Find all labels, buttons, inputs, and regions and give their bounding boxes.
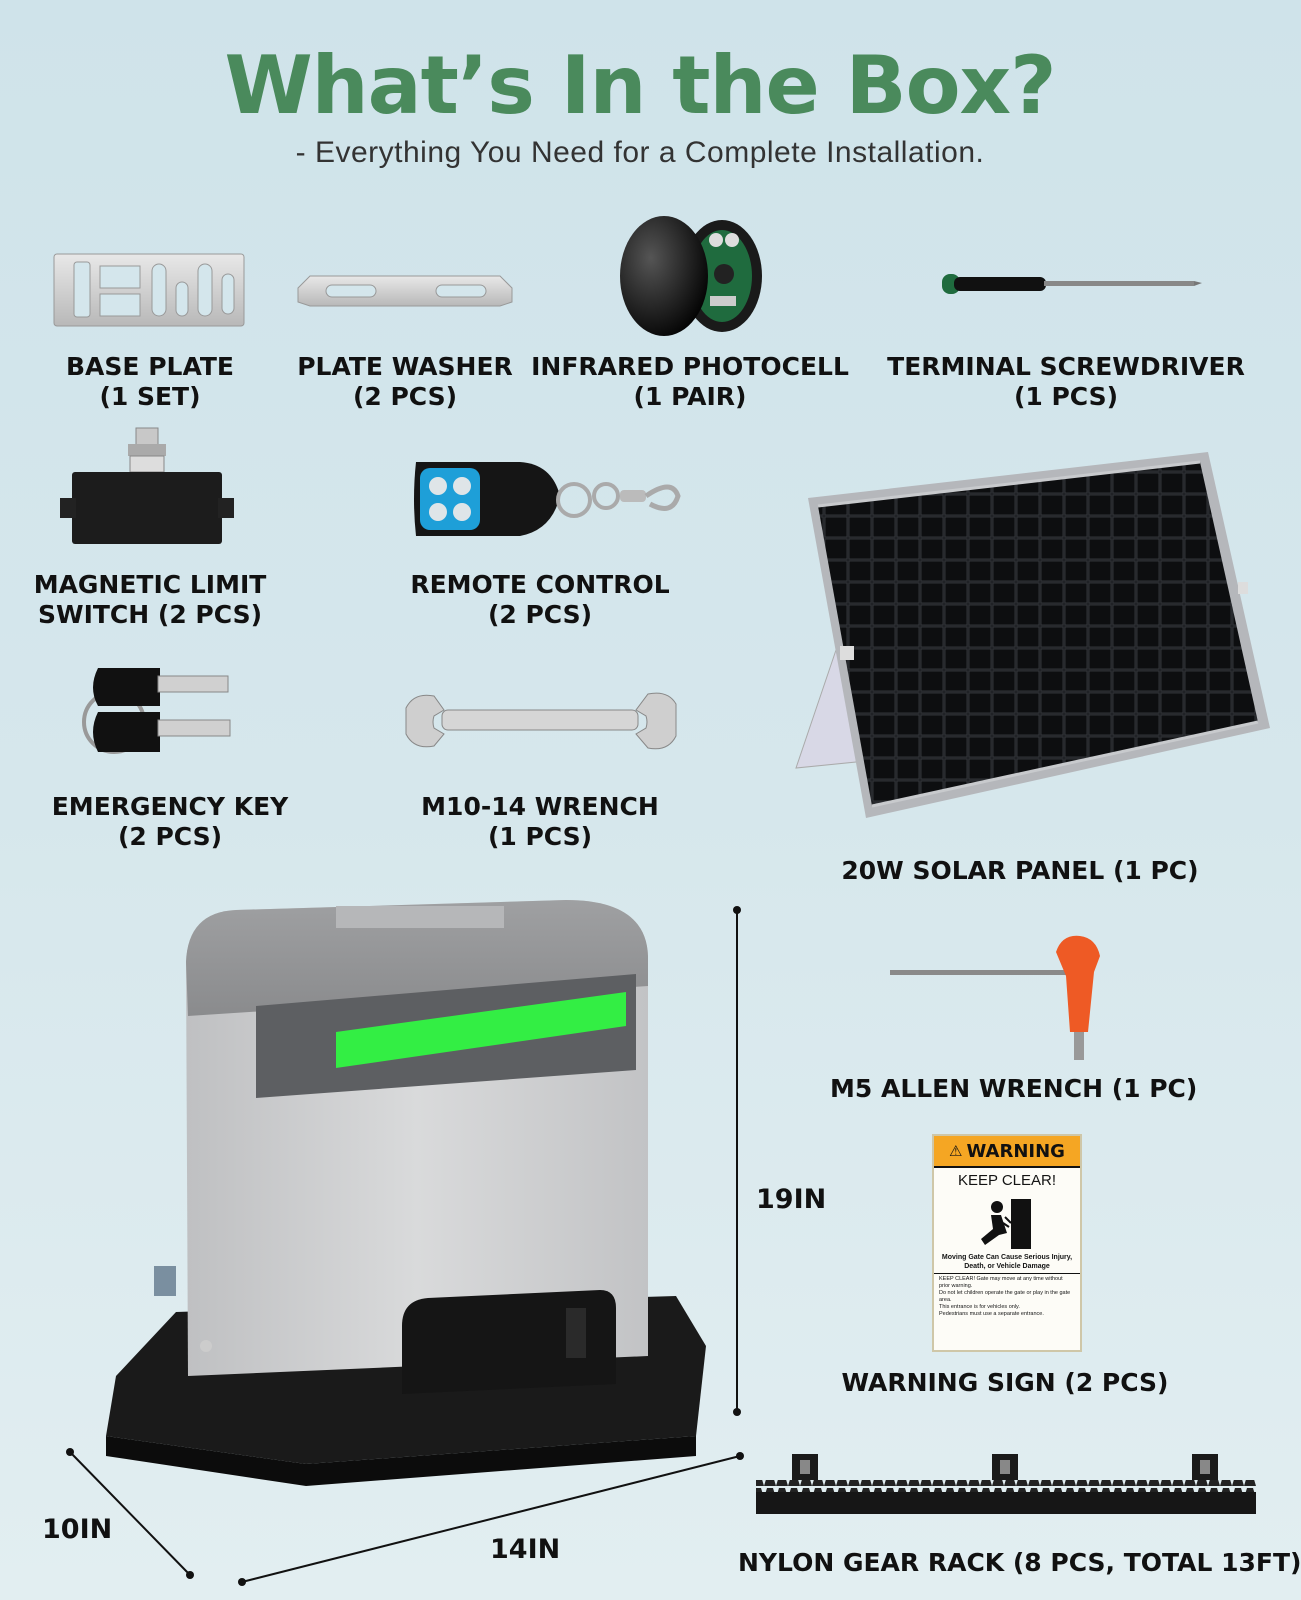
emergency-key-label: EMERGENCY KEY (2 PCS) xyxy=(51,792,289,851)
wrench-label: M10-14 WRENCH (1 PCS) xyxy=(421,792,659,851)
depth-dimension: 10IN xyxy=(42,1514,113,1545)
emergency-key-image xyxy=(82,668,231,754)
remote-control-image xyxy=(414,462,681,536)
gate-opener-image xyxy=(106,900,706,1486)
warning-sign-body: KEEP CLEAR! Gate may move at any time wi… xyxy=(939,1276,1071,1317)
warning-triangle-icon: ⚠ xyxy=(949,1142,963,1160)
base-plate-label: BASE PLATE (1 SET) xyxy=(66,352,234,411)
solar-panel-image xyxy=(795,452,1270,818)
photocell-image xyxy=(620,216,762,336)
base-plate-image xyxy=(53,253,245,327)
wrench-image xyxy=(405,692,677,750)
warning-sign-label: WARNING SIGN (2 PCS) xyxy=(841,1368,1169,1397)
plate-washer-image xyxy=(297,275,513,307)
plate-washer-label: PLATE WASHER (2 PCS) xyxy=(297,352,513,411)
gear-rack-label: NYLON GEAR RACK (8 PCS, TOTAL 13FT) xyxy=(738,1548,1301,1577)
warning-sign-keep-clear: KEEP CLEAR! xyxy=(957,1172,1057,1189)
photocell-label: INFRARED PHOTOCELL (1 PAIR) xyxy=(531,352,849,411)
screwdriver-image xyxy=(942,274,1202,294)
limit-switch-label: MAGNETIC LIMIT SWITCH (2 PCS) xyxy=(33,570,267,629)
gate-crush-icon xyxy=(981,1199,1031,1249)
warning-sign-image: ⚠ WARNING KEEP CLEAR! Moving Gate Can Ca… xyxy=(932,1134,1082,1352)
screwdriver-label: TERMINAL SCREWDRIVER (1 PCS) xyxy=(887,352,1245,411)
page-title: What’s In the Box? xyxy=(224,39,1056,132)
solar-panel-label: 20W SOLAR PANEL (1 PC) xyxy=(841,856,1199,885)
gear-rack-image xyxy=(756,1454,1256,1514)
height-dimension: 19IN xyxy=(756,1184,827,1215)
remote-control-label: REMOTE CONTROL (2 PCS) xyxy=(410,570,670,629)
width-dimension: 14IN xyxy=(490,1534,561,1565)
page-subtitle: - Everything You Need for a Complete Ins… xyxy=(295,136,985,169)
allen-wrench-image xyxy=(890,935,1100,1060)
warning-sign-headline: Moving Gate Can Cause Serious Injury, De… xyxy=(934,1251,1080,1274)
allen-wrench-label: M5 ALLEN WRENCH (1 PC) xyxy=(830,1074,1198,1103)
limit-switch-image xyxy=(60,427,234,544)
warning-sign-header: ⚠ WARNING xyxy=(934,1136,1080,1168)
